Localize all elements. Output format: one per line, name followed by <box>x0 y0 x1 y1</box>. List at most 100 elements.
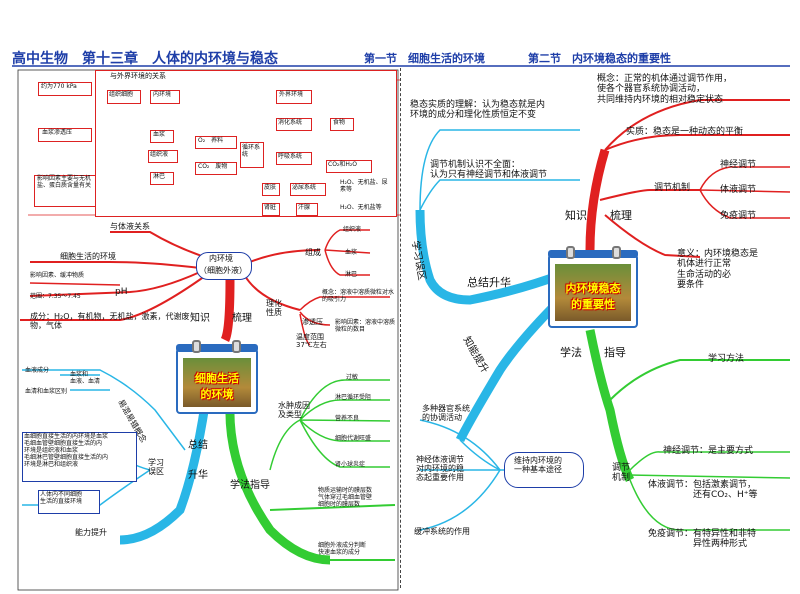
icon-ring <box>612 246 621 259</box>
icon-ring <box>566 246 575 259</box>
sweat-label: 汗腺 <box>298 204 311 211</box>
comp-item-lymph: 淋巴 <box>345 271 358 278</box>
icon-caption-right: 内环境稳态 的重要性 <box>565 282 621 311</box>
method2-label: 指导 <box>604 346 626 359</box>
skin-box <box>262 183 280 196</box>
know-label-right: 知识 <box>565 209 587 222</box>
meaning-label: 意义：内环境稳态是 机体进行正常 生命活动的必 要条件 <box>677 249 759 291</box>
concept-label: 概念：正常的机体通过调节作用， 使各个器官系统协调活动， 共同维持内环境的相对稳… <box>597 74 733 105</box>
cells-label: 组织细胞 <box>109 91 134 98</box>
osm-factor: 影响因素：溶液中溶质微粒的数目 <box>335 319 396 333</box>
reg-item-immune: 免疫调节 <box>720 211 757 221</box>
reg-label: 调节机制 <box>654 183 691 193</box>
physchem-label: 理化 性质 <box>266 299 282 318</box>
osm-concept: 概念：溶液中溶质微粒对水的吸引力 <box>322 289 395 303</box>
edema-item-allergy: 过敏 <box>346 374 359 381</box>
section-title-2: 第二节 内环境稳态的重要性 <box>528 52 671 65</box>
osm-note-box <box>34 175 96 207</box>
summary2-label: 升华 <box>188 470 208 481</box>
single-cell-label: 人体内不同细胞 生活的直接环境 <box>40 491 83 505</box>
temp-label: 温度范围 37℃左右 <box>296 333 327 350</box>
inner-env-label: 内环境 <box>153 91 172 98</box>
sweat-box <box>296 203 318 216</box>
center-node-inner-env <box>196 252 252 280</box>
blue-note-box <box>22 432 137 482</box>
ph-factor-label: 影响因素、缓冲物质 <box>30 272 85 279</box>
ability-label-left: 能力提升 <box>75 528 107 537</box>
homeo-understand-label: 稳态实质的理解：认为稳态就是内 环境的成分和理化性质恒定不变 <box>410 100 546 121</box>
sort-label-right: 梳理 <box>610 209 632 222</box>
reg-mech-label: 调节 机制 <box>612 463 631 484</box>
method1-label: 学法 <box>560 346 582 359</box>
comp-item-tissue: 组织液 <box>343 226 362 233</box>
edema-item-metabolism: 细胞代谢旺盛 <box>335 435 372 442</box>
buffer-label: 缓冲系统的作用 <box>414 527 470 536</box>
sort-label-left: 梳理 <box>232 313 252 324</box>
single-cell-box <box>38 490 100 514</box>
osm-value: 约为770 kPa <box>41 83 77 90</box>
osm-label: 渗透压 <box>302 318 323 326</box>
co2-box <box>195 162 237 175</box>
plasma-note: 物质运输时的膜层数 气体穿过毛细血管壁 细胞时的膜层数 <box>318 487 373 508</box>
relation-box-title: 与外界环境的关系 <box>110 72 166 80</box>
maintain-node <box>504 452 584 488</box>
comp-item-plasma: 血浆 <box>345 249 358 256</box>
study-zone-label-left: 学习 误区 <box>148 458 164 477</box>
section-title-1: 第一节 细胞生活的环境 <box>364 52 485 65</box>
kidney-label: 肾脏 <box>264 204 277 211</box>
judge-label: 细胞外液成分判断 快速血浆的成分 <box>318 542 367 556</box>
blue-note: 血细胞直接生活的内环境是血浆 毛细血管壁细胞直接生活的内 环境是组织液和血浆 毛… <box>24 433 109 468</box>
tissue-box <box>148 150 178 163</box>
know-label-left: 知识 <box>190 313 210 324</box>
maintain-label: 维持内环境的 一种基本途径 <box>514 456 562 475</box>
cell-env-label: 细胞生活的环境 <box>60 252 116 261</box>
skin-label: 皮肤 <box>264 184 277 191</box>
nerve-fluid-label: 神经体液调节 对内环境的稳 态起重要作用 <box>416 455 464 483</box>
osm-note: 影响因素主要与无机盐、蛋白质含量有关 <box>37 175 92 189</box>
method-label-left: 学法指导 <box>230 480 270 491</box>
edema-label: 水肿成因 及类型 <box>278 401 310 420</box>
icon-bar <box>176 344 258 352</box>
urine-sys-box <box>290 183 326 196</box>
circulation-box <box>240 142 264 168</box>
inner-env-box <box>150 90 180 104</box>
ph-range-label: 范围：7.35～7.45 <box>30 293 81 300</box>
icon-bar <box>548 250 638 258</box>
plasma-protein-label: 血清和血浆区别 <box>25 388 68 395</box>
reg-item-nerve: 神经调节 <box>720 160 757 170</box>
urine-sys-label: 泌尿系统 <box>292 184 317 191</box>
composed-label: 组成 <box>305 248 321 257</box>
summary-label-right: 总结升华 <box>467 276 511 289</box>
immune-reg-label: 免疫调节：有特异性和非特 异性两种形式 <box>648 529 757 550</box>
icon-caption-left: 细胞生活 的环境 <box>195 372 239 401</box>
topic-icon-homeostasis: 内环境稳态 的重要性 <box>548 246 638 328</box>
lymph-box <box>150 172 174 185</box>
fluid-reg-label: 体液调节：包括激素调节， 还有CO₂、H⁺等 <box>648 480 758 501</box>
plasma-osm-box <box>38 128 92 142</box>
outer-env-label: 外界环境 <box>279 91 304 98</box>
coordinate-label: 多种器官系统 的协调活动 <box>422 404 470 423</box>
food-label: 食物 <box>333 119 346 126</box>
blood-label: 血浆 <box>153 131 166 138</box>
outer-env-box <box>276 90 312 104</box>
reg-misunderstand-label: 调节机制认识不全面： 认为只有神经调节和体液调节 <box>430 160 548 181</box>
tissue-label: 组织液 <box>150 151 169 158</box>
summary1-label: 总结 <box>188 440 208 451</box>
icon-ring <box>232 340 241 353</box>
relation-label: 与体液关系 <box>110 222 150 231</box>
study-method-label: 学习方法 <box>708 354 745 364</box>
digest-label: 消化系统 <box>278 119 303 126</box>
composition-label: 成分：H₂O，有机物，无机盐，激素，代谢废物，气体 <box>30 312 190 331</box>
center-node-line1: 内环境 <box>209 254 233 263</box>
cells-box <box>107 90 141 104</box>
food-box <box>330 118 354 131</box>
digest-box <box>276 118 312 131</box>
blood-items-label: 血浆和 血液、血清 <box>70 371 101 385</box>
edema-item-kidney: 肾小球炎症 <box>335 461 366 468</box>
essence-label: 实质：稳态是一种动态的平衡 <box>626 127 744 137</box>
reg-item-fluid: 体液调节 <box>720 185 757 195</box>
topic-icon-cell-env: 细胞生活 的环境 <box>176 340 258 414</box>
o2-box <box>195 136 237 149</box>
